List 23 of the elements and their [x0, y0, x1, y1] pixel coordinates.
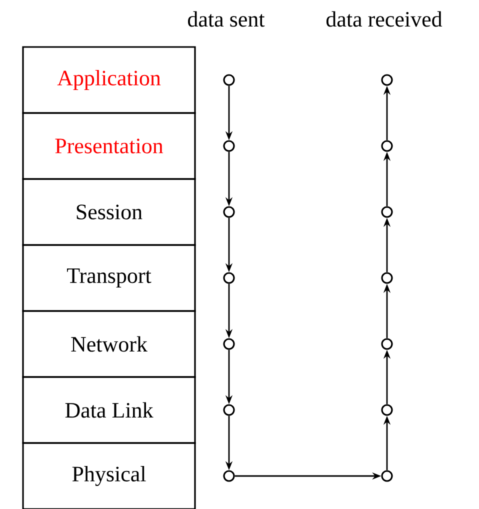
port-circle — [381, 272, 393, 284]
port-circle — [223, 470, 235, 482]
port-circle — [223, 74, 235, 86]
layer-box: Network — [22, 310, 196, 378]
layer-box: Transport — [22, 244, 196, 312]
layer-box: Session — [22, 178, 196, 246]
port-circle — [381, 470, 393, 482]
port-circle — [223, 206, 235, 218]
port-circle — [223, 338, 235, 350]
port-circle — [223, 140, 235, 152]
layer-box: Physical — [22, 442, 196, 509]
port-circle — [381, 74, 393, 86]
port-circle — [381, 338, 393, 350]
layer-box: Data Link — [22, 376, 196, 444]
layer-box: Presentation — [22, 112, 196, 180]
port-circle — [223, 272, 235, 284]
column-heading: data received — [326, 11, 442, 27]
layer-box: Application — [22, 46, 196, 114]
port-circle — [223, 404, 235, 416]
port-circle — [381, 404, 393, 416]
port-circle — [381, 206, 393, 218]
port-circle — [381, 140, 393, 152]
column-heading: data sent — [188, 11, 265, 27]
